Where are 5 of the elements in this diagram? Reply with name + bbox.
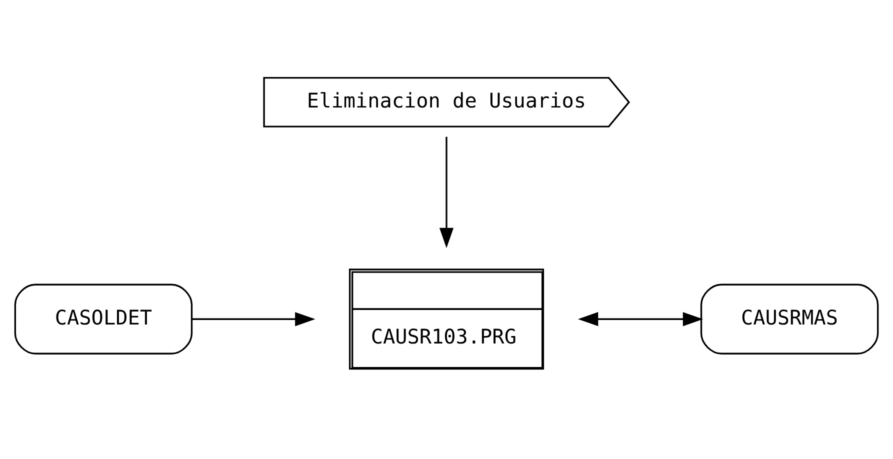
arrow <box>439 136 454 248</box>
node-box: CAUSRMAS <box>700 283 879 354</box>
arrow <box>578 312 704 326</box>
arrow <box>192 312 316 326</box>
node-box: CASOLDET <box>14 283 193 354</box>
